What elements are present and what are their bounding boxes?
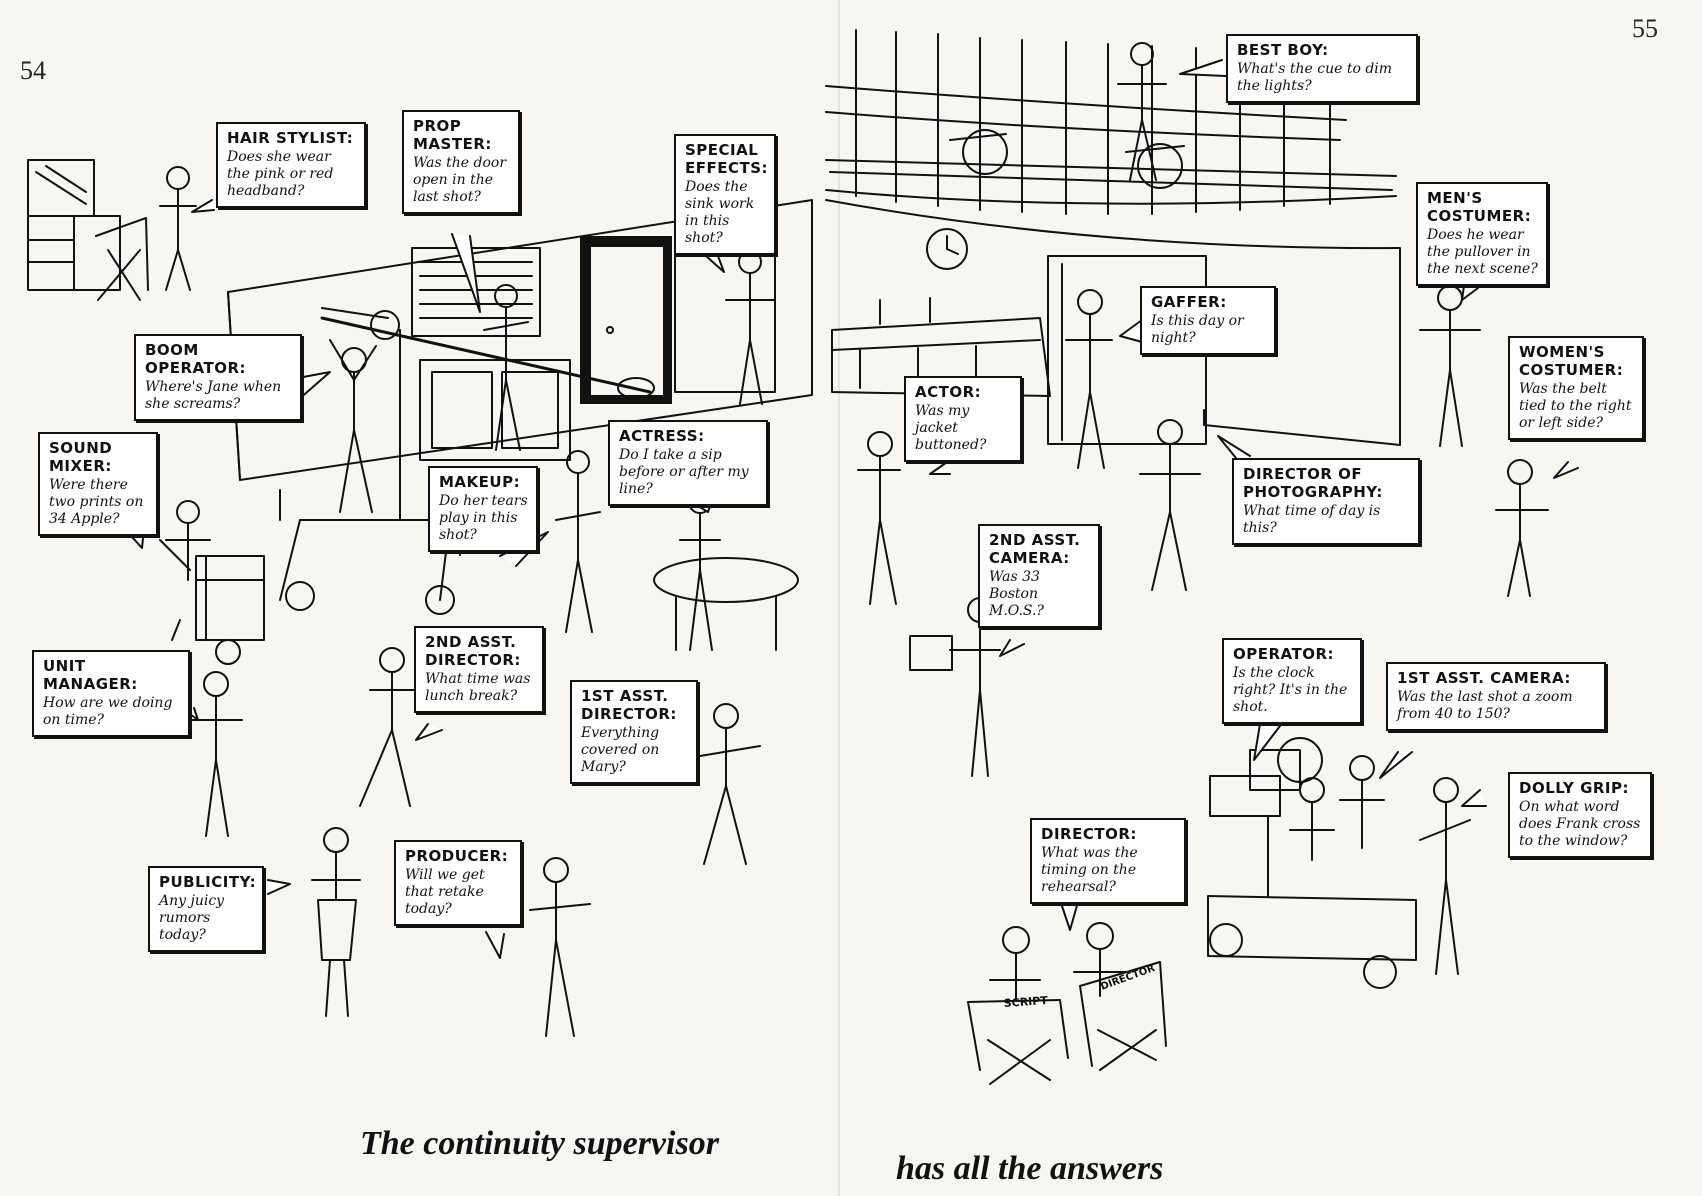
bubble-role: Women's Costumer: bbox=[1519, 343, 1624, 379]
sound-cart bbox=[159, 539, 265, 665]
bubble-unit-manager: Unit Manager: How are we doing on time? bbox=[32, 650, 190, 737]
bubble-mens-costumer: Men's Costumer: Does he wear the pullove… bbox=[1416, 182, 1548, 286]
bubble-role: Producer: bbox=[405, 847, 509, 865]
bubble-question: Was the door open in the last shot? bbox=[413, 155, 507, 205]
bubble-role: Sound Mixer: bbox=[49, 439, 113, 475]
bubble-question: What time of day is this? bbox=[1243, 503, 1381, 536]
bubble-question: Were there two prints on 34 Apple? bbox=[49, 477, 144, 527]
crew-figures bbox=[159, 42, 1549, 1037]
bubble-question: Is this day or night? bbox=[1151, 313, 1244, 346]
bubble-role: Actor: bbox=[915, 383, 982, 401]
bubble-question: How are we doing on time? bbox=[43, 695, 173, 728]
bubble-role: Boom Operator: bbox=[145, 341, 247, 377]
bubble-question: On what word does Frank cross to the win… bbox=[1519, 799, 1641, 849]
bubble-question: Was my jacket buttoned? bbox=[915, 403, 987, 453]
bubble-director: Director: What was the timing on the reh… bbox=[1030, 818, 1186, 904]
bubble-role: Operator: bbox=[1233, 645, 1335, 663]
lighting-catwalk bbox=[825, 29, 1397, 215]
bubble-role: 2nd Asst. Camera: bbox=[989, 531, 1081, 567]
bubble-actor: Actor: Was my jacket buttoned? bbox=[904, 376, 1022, 462]
bubble-second-asst-director: 2nd Asst. Director: What time was lunch … bbox=[414, 626, 544, 713]
bubble-question: Was 33 Boston M.O.S.? bbox=[989, 569, 1044, 619]
bubble-question: What was the timing on the rehearsal? bbox=[1041, 845, 1138, 895]
bubble-role: Gaffer: bbox=[1151, 293, 1227, 311]
bubble-role: Director: bbox=[1041, 825, 1137, 843]
bubble-question: Will we get that retake today? bbox=[405, 867, 485, 917]
bubble-producer: Producer: Will we get that retake today? bbox=[394, 840, 522, 926]
bubble-role: Unit Manager: bbox=[43, 657, 138, 693]
bubble-womens-costumer: Women's Costumer: Was the belt tied to t… bbox=[1508, 336, 1644, 440]
bubble-question: Was the belt tied to the right or left s… bbox=[1519, 381, 1632, 431]
bubble-boom-operator: Boom Operator: Where's Jane when she scr… bbox=[134, 334, 302, 421]
bubble-question: What time was lunch break? bbox=[425, 671, 531, 704]
bubble-question: Does she wear the pink or red headband? bbox=[227, 149, 334, 199]
caption-left: The continuity supervisor bbox=[360, 1125, 719, 1162]
bubble-prop-master: Prop Master: Was the door open in the la… bbox=[402, 110, 520, 214]
bubble-first-asst-camera: 1st Asst. Camera: Was the last shot a zo… bbox=[1386, 662, 1606, 731]
bubble-makeup: Makeup: Do her tears play in this shot? bbox=[428, 466, 538, 552]
bubble-dolly-grip: Dolly Grip: On what word does Frank cros… bbox=[1508, 772, 1652, 858]
camera-dolly bbox=[1207, 737, 1417, 989]
bubble-question: Where's Jane when she screams? bbox=[145, 379, 282, 412]
caption-right: has all the answers bbox=[896, 1150, 1164, 1187]
bubble-role: Men's Costumer: bbox=[1427, 189, 1532, 225]
bubble-second-asst-camera: 2nd Asst. Camera: Was 33 Boston M.O.S.? bbox=[978, 524, 1100, 628]
bubble-question: Any juicy rumors today? bbox=[159, 893, 225, 943]
bubble-publicity: Publicity: Any juicy rumors today? bbox=[148, 866, 264, 952]
bubble-first-asst-director: 1st Asst. Director: Everything covered o… bbox=[570, 680, 698, 784]
bubble-best-boy: Best Boy: What's the cue to dim the ligh… bbox=[1226, 34, 1418, 103]
makeup-table bbox=[27, 159, 149, 301]
bubble-role: Director of Photography: bbox=[1243, 465, 1383, 501]
bubble-question: Does the sink work in this shot? bbox=[685, 179, 755, 246]
director-chairs bbox=[967, 961, 1167, 1085]
book-spine bbox=[838, 0, 840, 1196]
bubble-actress: Actress: Do I take a sip before or after… bbox=[608, 420, 768, 506]
bubble-role: Hair Stylist: bbox=[227, 129, 354, 147]
bubble-role: Prop Master: bbox=[413, 117, 492, 153]
bubble-hair-stylist: Hair Stylist: Does she wear the pink or … bbox=[216, 122, 366, 208]
bubble-operator: Operator: Is the clock right? It's in th… bbox=[1222, 638, 1362, 724]
bubble-special-effects: Special Effects: Does the sink work in t… bbox=[674, 134, 776, 255]
bubble-question: Do I take a sip before or after my line? bbox=[619, 447, 749, 497]
bubble-question: Do her tears play in this shot? bbox=[439, 493, 528, 543]
bubble-role: Makeup: bbox=[439, 473, 521, 491]
bubble-role: Dolly Grip: bbox=[1519, 779, 1630, 797]
bubble-role: 1st Asst. Camera: bbox=[1397, 669, 1571, 687]
bubble-role: Special Effects: bbox=[685, 141, 769, 177]
bubble-question: Does he wear the pullover in the next sc… bbox=[1427, 227, 1538, 277]
bubble-director-of-photography: Director of Photography: What time of da… bbox=[1232, 458, 1420, 545]
bubble-role: Best Boy: bbox=[1237, 41, 1329, 59]
bubble-question: Was the last shot a zoom from 40 to 150? bbox=[1397, 689, 1573, 722]
page-number-left: 54 bbox=[20, 56, 46, 85]
bubble-role: 2nd Asst. Director: bbox=[425, 633, 521, 669]
bubble-question: What's the cue to dim the lights? bbox=[1237, 61, 1393, 94]
page-number-right: 55 bbox=[1632, 14, 1658, 43]
script-chair-label: SCRIPT bbox=[1003, 994, 1048, 1010]
bubble-question: Is the clock right? It's in the shot. bbox=[1233, 665, 1348, 715]
bubble-gaffer: Gaffer: Is this day or night? bbox=[1140, 286, 1276, 355]
bubble-sound-mixer: Sound Mixer: Were there two prints on 34… bbox=[38, 432, 158, 536]
bubble-role: 1st Asst. Director: bbox=[581, 687, 677, 723]
bubble-question: Everything covered on Mary? bbox=[581, 725, 660, 775]
bubble-role: Actress: bbox=[619, 427, 705, 445]
bubble-role: Publicity: bbox=[159, 873, 257, 891]
